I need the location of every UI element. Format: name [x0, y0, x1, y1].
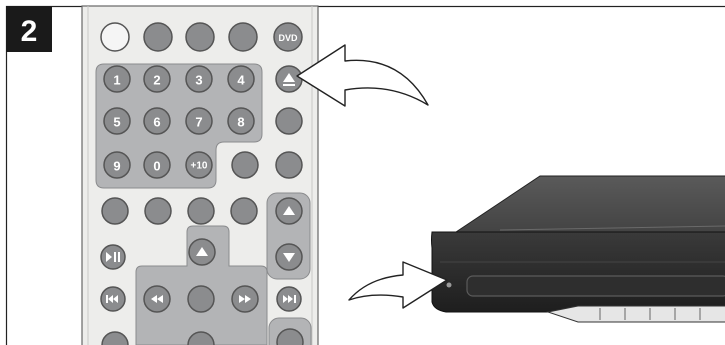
dvd-player-front	[432, 232, 725, 312]
remote-button[interactable]	[231, 198, 257, 224]
number-button-2[interactable]: 2	[144, 66, 170, 92]
step-number: 2	[21, 15, 38, 48]
remote-button[interactable]	[276, 108, 302, 134]
down-button[interactable]	[276, 244, 302, 270]
remote-button[interactable]	[276, 152, 302, 178]
number-button-4[interactable]: 4	[228, 66, 254, 92]
remote-button[interactable]	[144, 23, 172, 51]
disc-tray-slot	[467, 276, 725, 296]
remote-button[interactable]	[232, 152, 258, 178]
number-label: 2	[153, 73, 160, 88]
plus-ten-button[interactable]: +10	[186, 152, 212, 178]
number-label: 5	[113, 115, 120, 130]
number-label: 1	[113, 73, 120, 88]
eject-button[interactable]	[276, 66, 302, 92]
remote-button[interactable]	[188, 198, 214, 224]
number-label: 6	[153, 115, 160, 130]
number-label: 3	[195, 73, 202, 88]
remote-button[interactable]	[102, 198, 128, 224]
number-button-9[interactable]: 9	[104, 152, 130, 178]
skip-forward-button[interactable]	[277, 287, 301, 311]
play-pause-button[interactable]	[101, 245, 125, 269]
number-label: 8	[237, 115, 244, 130]
standby-indicator	[447, 283, 452, 288]
number-button-3[interactable]: 3	[186, 66, 212, 92]
number-label: 9	[113, 159, 120, 174]
number-button-0[interactable]: 0	[144, 152, 170, 178]
power-button[interactable]	[101, 23, 129, 51]
number-button-1[interactable]: 1	[104, 66, 130, 92]
dvd-button[interactable]: DVD	[274, 23, 302, 51]
dvd-button-label: DVD	[278, 33, 298, 43]
number-label: +10	[191, 161, 208, 172]
number-button-6[interactable]: 6	[144, 108, 170, 134]
enter-button[interactable]	[188, 286, 214, 312]
number-button-5[interactable]: 5	[104, 108, 130, 134]
number-button-8[interactable]: 8	[228, 108, 254, 134]
center-up-button[interactable]	[189, 239, 215, 265]
remote-button[interactable]	[229, 23, 257, 51]
remote-button[interactable]	[145, 198, 171, 224]
remote-button[interactable]	[186, 23, 214, 51]
dvd-player-base	[548, 306, 725, 322]
fast-forward-button[interactable]	[232, 286, 258, 312]
step-badge: 2	[6, 6, 52, 52]
skip-back-button[interactable]	[101, 287, 125, 311]
rewind-button[interactable]	[144, 286, 170, 312]
number-label: 7	[195, 115, 202, 130]
up-button[interactable]	[276, 198, 302, 224]
remote-control: DVD 1 2 3 4 5 6 7 8 9 0 +10	[82, 6, 318, 345]
number-label: 0	[153, 159, 160, 174]
eject-bar-icon	[283, 84, 295, 86]
number-label: 4	[237, 73, 245, 88]
number-button-7[interactable]: 7	[186, 108, 212, 134]
